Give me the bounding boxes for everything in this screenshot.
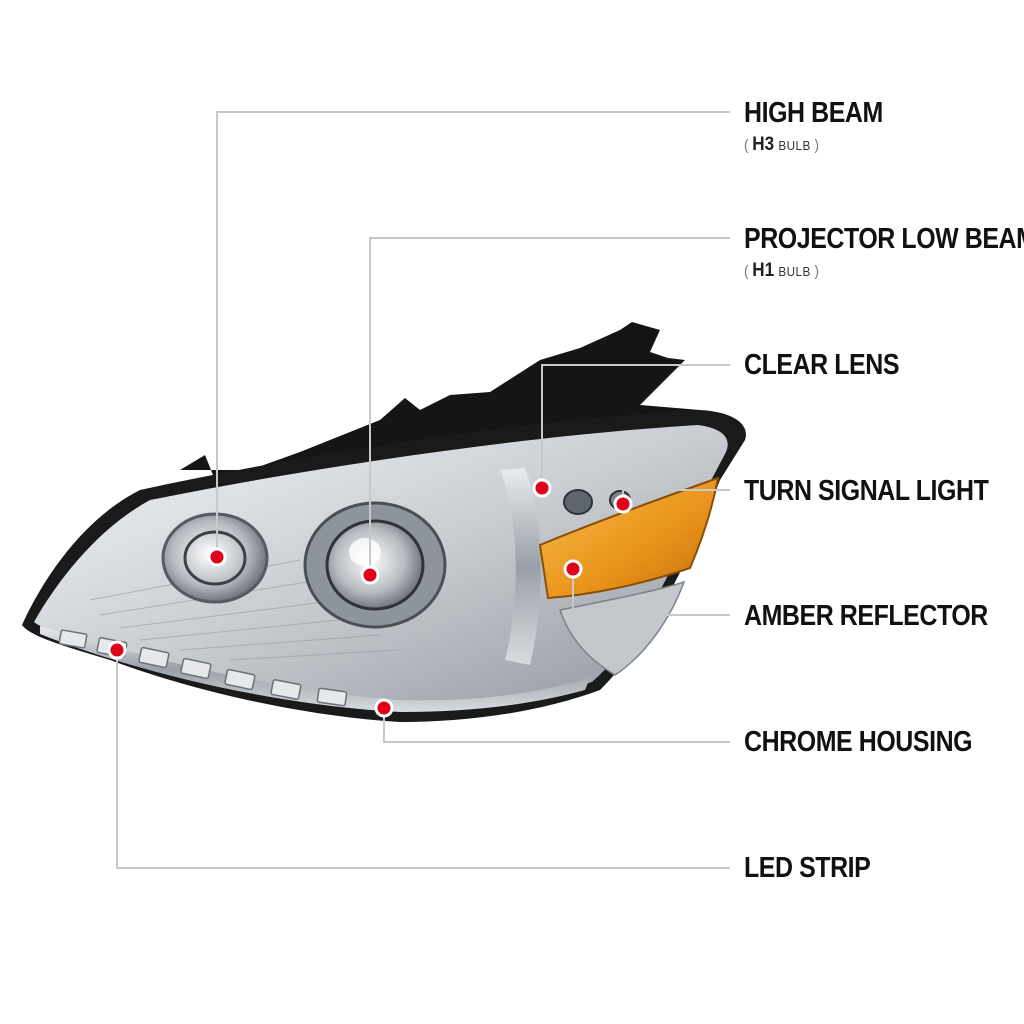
marker-clear-lens (532, 478, 552, 498)
leader-line-led-strip (116, 650, 730, 869)
bulb-word-projector-low-beam: BULB (778, 264, 811, 279)
led-blocks (58, 629, 348, 707)
label-turn-signal-light: TURN SIGNAL LIGHT (744, 475, 989, 507)
inner-divider (500, 468, 541, 665)
label-led-strip: LED STRIP (744, 852, 871, 884)
label-amber-reflector: AMBER REFLECTOR (744, 600, 988, 632)
leader-line-high-beam (216, 111, 730, 557)
headlight-assembly-image (22, 322, 746, 722)
sublabel-projector-low-beam: ( H1 BULB ) (744, 260, 820, 281)
projector-lens (325, 519, 425, 611)
marker-high-beam (207, 547, 227, 567)
marker-projector-low-beam (360, 565, 380, 585)
chrome-band (40, 626, 590, 712)
label-high-beam: HIGH BEAM (744, 97, 883, 129)
leader-line-amber-reflector (572, 569, 730, 616)
mounting-brackets (180, 322, 720, 480)
bulb-code-projector-low-beam: H1 (752, 260, 775, 281)
leader-line-chrome-housing (383, 708, 730, 743)
leader-line-clear-lens (541, 364, 730, 488)
leader-lines (116, 111, 730, 869)
marker-led-strip (107, 640, 127, 660)
turn-signal-bulb (563, 489, 593, 515)
marker-amber-reflector (563, 559, 583, 579)
bulb-word-high-beam: BULB (778, 138, 811, 153)
marker-turn-signal-light (613, 494, 633, 514)
label-clear-lens: CLEAR LENS (744, 349, 900, 381)
bulb-code-high-beam: H3 (752, 134, 775, 155)
label-projector-low-beam: PROJECTOR LOW BEAM (744, 223, 1024, 255)
markers (107, 478, 633, 718)
sublabel-high-beam: ( H3 BULB ) (744, 134, 820, 155)
leader-line-projector-low-beam (369, 237, 730, 575)
label-chrome-housing: CHROME HOUSING (744, 726, 973, 758)
lower-chrome-detail (559, 580, 686, 676)
marker-chrome-housing (374, 698, 394, 718)
